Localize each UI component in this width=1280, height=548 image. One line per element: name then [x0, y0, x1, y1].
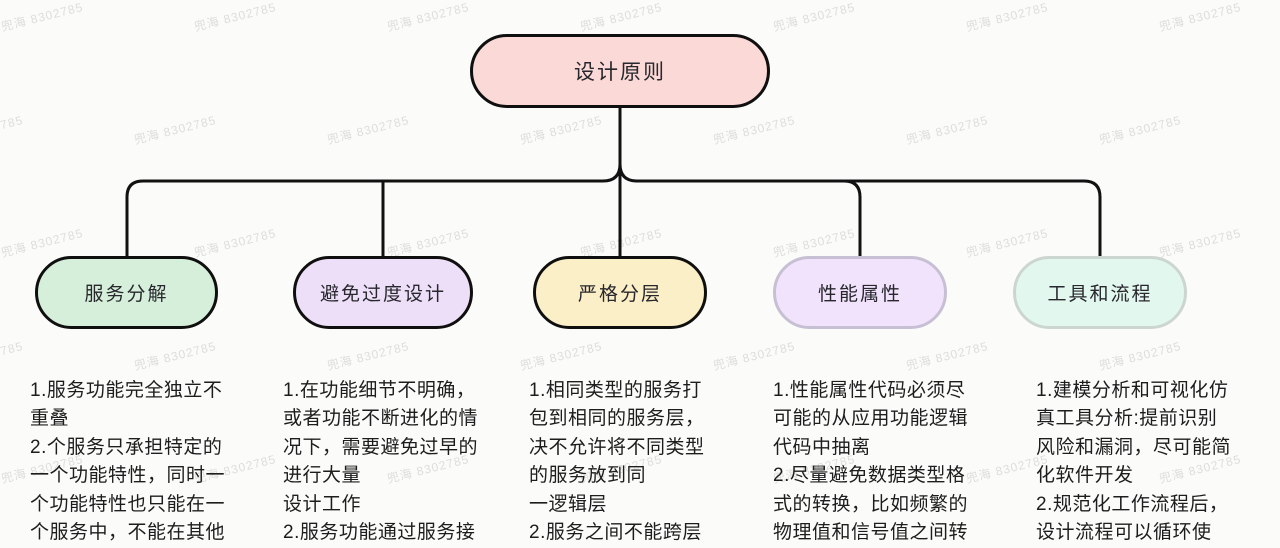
- note-line: 2.规范化工作流程后，: [1036, 493, 1229, 515]
- note-line: 决不允许将不同类型: [529, 436, 705, 458]
- note-line: 1.在功能细节不明确，: [283, 380, 476, 401]
- node-label: 严格分层: [577, 284, 662, 305]
- note-line: 一逻辑层: [529, 493, 608, 515]
- node-label: 设计原则: [574, 61, 666, 84]
- note-line: 设计流程可以循环使: [1036, 521, 1212, 543]
- node-strict-layering[interactable]: 严格分层: [533, 256, 707, 329]
- notes-tools-and-process: 1.建模分析和可视化仿 真工具分析:提前识别 风险和漏洞，尽可能简 化软件开发 …: [1036, 377, 1280, 547]
- note-line: 的服务放到同: [529, 465, 647, 487]
- note-line: 1.建模分析和可视化仿: [1036, 380, 1229, 401]
- node-label: 性能属性: [817, 284, 902, 305]
- note-line: 一个功能特性，同时一: [30, 465, 226, 487]
- note-line: 2.个服务只承担特定的: [30, 436, 223, 458]
- notes-performance-attributes: 1.性能属性代码必须尽 可能的从应用功能逻辑 代码中抽离 2.尽量避免数据类型格…: [773, 377, 1025, 547]
- note-line: 式的转换，比如频繁的: [773, 493, 969, 515]
- notes-service-decomposition: 1.服务功能完全独立不 重叠 2.个服务只承担特定的 一个功能特性，同时一 个功…: [30, 377, 282, 547]
- node-label: 工具和流程: [1047, 284, 1153, 305]
- note-line: 真工具分析:提前识别: [1036, 408, 1218, 430]
- note-line: 2.尽量避免数据类型格: [773, 465, 966, 487]
- note-line: 设计工作: [283, 493, 362, 515]
- notes-avoid-overdesign: 1.在功能细节不明确， 或者功能不断进化的情 况下，需要避免过早的 进行大量 设…: [283, 377, 535, 547]
- note-line: 代码中抽离: [773, 436, 871, 458]
- node-design-principles[interactable]: 设计原则: [470, 34, 770, 108]
- node-tools-and-process[interactable]: 工具和流程: [1013, 256, 1187, 329]
- note-line: 2.服务之间不能跨层: [529, 521, 702, 543]
- note-line: 1.相同类型的服务打: [529, 380, 702, 401]
- note-line: 1.性能属性代码必须尽: [773, 380, 966, 401]
- note-line: 风险和漏洞，尽可能简: [1036, 436, 1232, 458]
- note-line: 化软件开发: [1036, 465, 1134, 487]
- node-label: 避免过度设计: [319, 284, 446, 305]
- branch-line-4: [842, 179, 862, 260]
- note-line: 个功能特性也只能在一: [30, 493, 226, 515]
- notes-strict-layering: 1.相同类型的服务打 包到相同的服务层， 决不允许将不同类型 的服务放到同 一逻…: [529, 377, 781, 547]
- note-line: 1.服务功能完全独立不: [30, 380, 223, 401]
- node-performance-attributes[interactable]: 性能属性: [773, 256, 947, 329]
- note-line: 进行大量: [283, 465, 362, 487]
- note-line: 2.服务功能通过服务接: [283, 521, 476, 543]
- note-line: 包到相同的服务层，: [529, 408, 705, 430]
- node-label: 服务分解: [84, 284, 169, 305]
- note-line: 物理值和信号值之间转: [773, 521, 969, 543]
- note-line: 或者功能不断进化的情: [283, 408, 479, 430]
- note-line: 个服务中，不能在其他: [30, 521, 226, 543]
- branch-line-left: [125, 162, 622, 260]
- note-line: 况下，需要避免过早的: [283, 436, 479, 458]
- note-line: 可能的从应用功能逻辑: [773, 408, 969, 430]
- node-service-decomposition[interactable]: 服务分解: [35, 256, 218, 329]
- note-line: 重叠: [30, 408, 70, 430]
- branch-line-right: [618, 162, 1102, 260]
- node-avoid-overdesign[interactable]: 避免过度设计: [293, 256, 473, 329]
